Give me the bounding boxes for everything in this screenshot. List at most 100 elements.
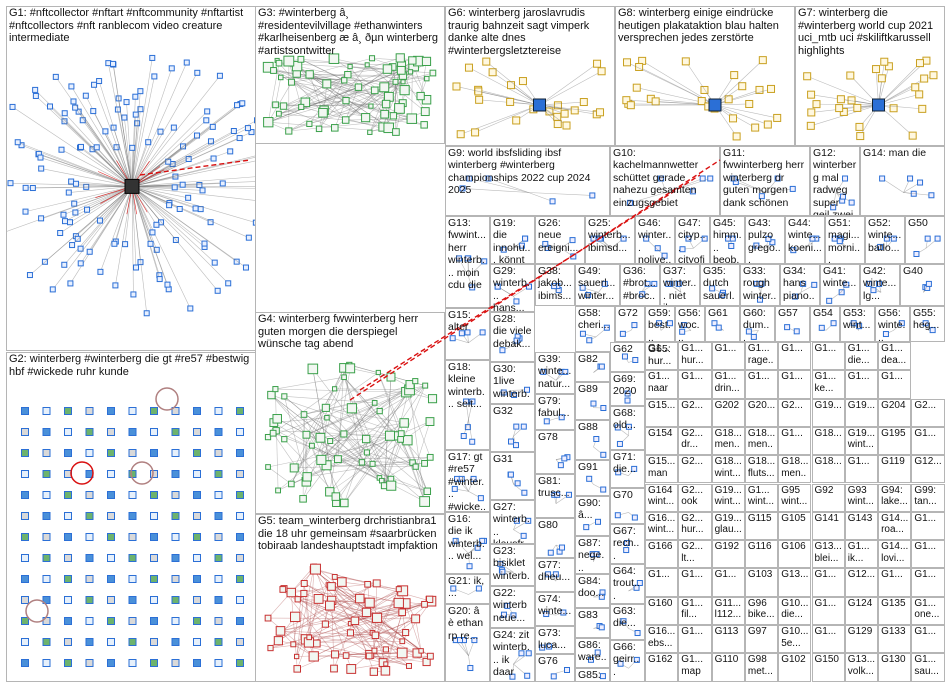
group-g77[interactable]: G77: dheu... <box>535 558 575 592</box>
mini-group[interactable]: G14... roa... <box>878 512 911 540</box>
group-g69[interactable]: G69: 2020 <box>610 372 645 406</box>
mini-group[interactable]: G130 <box>878 653 911 681</box>
mini-group[interactable]: G94: lake... <box>878 484 911 512</box>
mini-group[interactable]: G18... <box>812 455 845 483</box>
group-g22[interactable]: G22: winterb neue... <box>490 586 535 628</box>
mini-group[interactable]: G15... <box>645 399 678 427</box>
group-g52[interactable]: G52: winte... batlo... <box>865 216 905 264</box>
group-g6[interactable]: G6: winterberg jaroslavrudis traurig bah… <box>445 6 615 146</box>
group-g19[interactable]: G19: die innohu... könnt innohu... <box>490 216 535 264</box>
mini-group[interactable]: G1... wint... <box>745 484 778 512</box>
mini-group[interactable]: G13... blei... <box>812 540 845 568</box>
group-g53[interactable]: G53: wint... <box>840 306 875 342</box>
group-g15[interactable]: G15: alter <box>445 308 490 360</box>
group-g87[interactable]: G87: nege... <box>575 536 610 574</box>
group-g89[interactable]: G89 <box>575 382 610 420</box>
mini-group[interactable]: G20... <box>745 399 778 427</box>
group-g56[interactable]: G56: woc... <box>675 306 705 342</box>
mini-group[interactable]: G1... map <box>678 653 711 681</box>
group-g81[interactable]: G81: trusc... <box>535 474 575 518</box>
mini-group[interactable]: G99: tan... <box>911 484 944 512</box>
group-g50[interactable]: G50 <box>905 216 945 264</box>
mini-group[interactable]: G92 <box>812 484 845 512</box>
mini-group[interactable]: G19... wint... <box>845 427 878 455</box>
mini-group[interactable]: G162 <box>645 653 678 681</box>
group-g8[interactable]: G8: winterberg einige eindrücke heutigen… <box>615 6 795 146</box>
group-g28[interactable]: G28: die viele debak... <box>490 312 535 362</box>
group-g67[interactable]: G67: rech... <box>610 524 645 564</box>
group-g60[interactable]: G60: dum... <box>740 306 775 342</box>
mini-group[interactable]: G103 <box>745 568 778 596</box>
group-g91[interactable]: G91 <box>575 460 610 496</box>
group-g16[interactable]: G16: die ik winterb... wel... <box>445 512 490 574</box>
group-g44[interactable]: G44: winte... koeni... <box>785 216 825 264</box>
mini-group[interactable]: G2... hur... <box>678 512 711 540</box>
mini-group[interactable]: G1... naar <box>645 370 678 398</box>
mini-group[interactable]: G2... <box>678 455 711 483</box>
group-g30[interactable]: G30: 1live winterb... <box>490 362 535 404</box>
mini-group[interactable]: G119 <box>878 455 911 483</box>
group-g74[interactable]: G74: winte... <box>535 592 575 626</box>
group-g84[interactable]: G84: doo... <box>575 574 610 608</box>
group-g7[interactable]: G7: winterberg die #winterberg world cup… <box>795 6 945 146</box>
group-g79[interactable]: G79: fabul... <box>535 394 575 430</box>
group-g57[interactable]: G57 <box>775 306 810 342</box>
group-g37[interactable]: G37: winter... niet ik... <box>660 264 700 306</box>
group-g2[interactable]: G2: winterberg #winterberg die gt #re57 … <box>6 352 256 682</box>
group-g5[interactable]: G5: team_winterberg drchristianbra1 die … <box>255 514 445 682</box>
group-g43[interactable]: G43: pulzo grego... <box>745 216 785 264</box>
mini-group[interactable]: G19... <box>812 399 845 427</box>
group-g46[interactable]: G46: winter... nolive... <box>635 216 675 264</box>
group-g72[interactable]: G72 <box>615 306 645 342</box>
mini-group[interactable]: G13... <box>778 568 811 596</box>
group-g47[interactable]: G47: cityp... cityofi... <box>675 216 710 264</box>
mini-group[interactable]: G97 <box>745 625 778 653</box>
mini-group[interactable]: G98 met... <box>745 653 778 681</box>
mini-group[interactable]: G124 <box>845 597 878 625</box>
group-g39[interactable]: G39: winte... natur... <box>535 352 575 394</box>
mini-group[interactable]: G1... <box>645 568 678 596</box>
mini-group[interactable]: G2... dr... <box>678 427 711 455</box>
mini-group[interactable]: G1... <box>812 597 845 625</box>
mini-group[interactable]: G95 wint... <box>778 484 811 512</box>
group-g59[interactable]: G59: best... <box>645 306 675 342</box>
group-g41[interactable]: G41: winte... <box>820 264 860 306</box>
mini-group[interactable]: G105 <box>778 512 811 540</box>
group-g70[interactable]: G70 <box>610 488 645 524</box>
group-g90[interactable]: G90: â... <box>575 496 610 536</box>
mini-group[interactable]: G2... <box>911 399 944 427</box>
group-g68[interactable]: G68: old... <box>610 406 645 450</box>
mini-group[interactable]: G1... <box>878 568 911 596</box>
group-g38[interactable]: G38: jakob... ibims... <box>535 264 575 306</box>
group-g12[interactable]: G12: winterberg mal radweg super geil zw… <box>810 146 860 216</box>
mini-group[interactable]: G164 wint... <box>645 484 678 512</box>
mini-group[interactable]: G10... 5e... <box>778 625 811 653</box>
group-g62[interactable]: G62 <box>610 342 645 372</box>
group-g45[interactable]: G45: himm... beob... <box>710 216 745 264</box>
group-g71[interactable]: G71: die... <box>610 450 645 488</box>
group-g23[interactable]: G23: bisiklet winterb... <box>490 544 535 586</box>
mini-group[interactable]: G19... glau... <box>712 512 745 540</box>
mini-group[interactable]: G18... fluts... <box>745 455 778 483</box>
mini-group[interactable]: G143 <box>845 512 878 540</box>
group-g27[interactable]: G27: winterb... klausfr... <box>490 500 535 544</box>
mini-group[interactable]: G166 <box>645 540 678 568</box>
mini-group[interactable]: G19... <box>845 399 878 427</box>
mini-group[interactable]: G1... sau... <box>911 653 944 681</box>
mini-group[interactable]: G1... <box>911 512 944 540</box>
group-g21[interactable]: G21: ik, ... <box>445 574 490 604</box>
mini-group[interactable]: G1... ke... <box>812 370 845 398</box>
group-g80[interactable]: G80 <box>535 518 575 558</box>
group-g78[interactable]: G78 <box>535 430 575 474</box>
mini-group[interactable]: G1... <box>778 342 811 370</box>
group-g1[interactable]: G1: #nftcollector #nftart #nftcommunity … <box>6 6 256 351</box>
mini-group[interactable]: G14... lovi... <box>878 540 911 568</box>
group-g32[interactable]: G32 <box>490 404 535 452</box>
mini-group[interactable]: G1... <box>678 625 711 653</box>
mini-group[interactable]: G11... l112... <box>712 597 745 625</box>
group-g86[interactable]: G86: ware... <box>575 638 610 668</box>
mini-group[interactable]: G1... <box>812 625 845 653</box>
mini-group[interactable]: G1... fil... <box>678 597 711 625</box>
group-g61[interactable]: G61 <box>705 306 740 342</box>
mini-group[interactable]: G13... volk... <box>845 653 878 681</box>
